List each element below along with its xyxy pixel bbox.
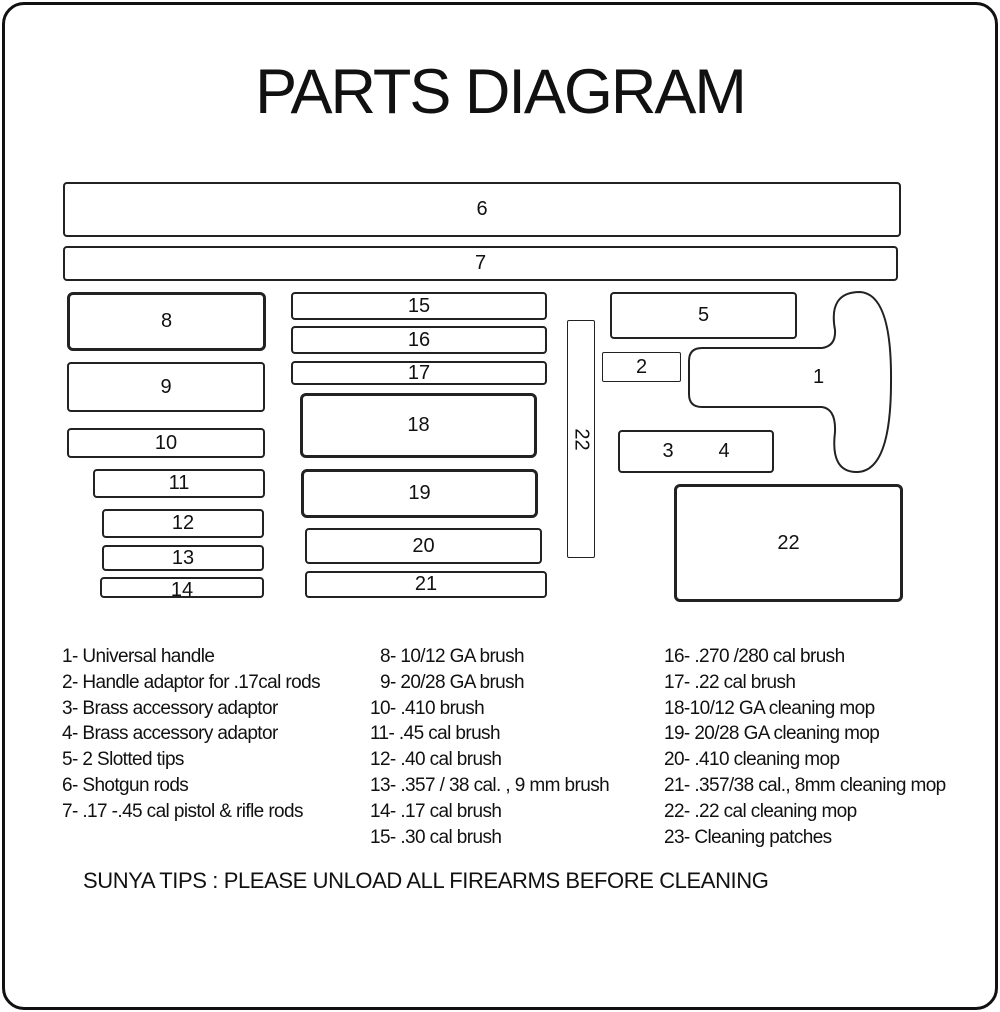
part-18: 18 [300, 393, 537, 458]
part-label: 15 [407, 294, 431, 317]
part-label-1: 1 [813, 366, 825, 388]
part-label: 22 [777, 531, 800, 554]
part-label: 20 [412, 534, 435, 557]
part-8: 8 [67, 292, 266, 351]
part-16: 16 [291, 326, 547, 354]
safety-tip: SUNYA TIPS : PLEASE UNLOAD ALL FIREARMS … [83, 868, 769, 893]
legend-item: 21- .357/38 cal., 8mm cleaning mop [664, 774, 946, 796]
part-7-rifle-rods: 7 [63, 246, 898, 281]
part-label: 7 [474, 252, 487, 274]
part-21: 21 [305, 571, 547, 598]
legend-item: 8- 10/12 GA brush [380, 646, 525, 667]
page-title: PARTS DIAGRAM [255, 57, 747, 127]
part-15: 15 [291, 292, 547, 320]
part-label: 17 [407, 361, 431, 384]
part-label-4: 4 [718, 440, 730, 462]
part-13: 13 [102, 545, 264, 571]
part-label: 14 [170, 579, 194, 601]
legend-item: 9- 20/28 GA brush [380, 671, 525, 693]
legend-column-1: 1- Universal handle 2- Handle adaptor fo… [62, 644, 321, 825]
legend-item: 6- Shotgun rods [62, 774, 189, 796]
part-label-3: 3 [662, 440, 674, 462]
part-label: 12 [171, 512, 195, 534]
legend-item: 4- Brass accessory adaptor [62, 723, 278, 745]
part-19: 19 [301, 469, 538, 518]
legend-item: 19- 20/28 GA cleaning mop [664, 723, 880, 745]
legend-column-3: 16- .270 /280 cal brush 17- .22 cal brus… [664, 644, 946, 850]
legend-column-2: 8- 10/12 GA brush 9- 20/28 GA brush 10- … [370, 644, 610, 850]
legend-item: 2- Handle adaptor for .17cal rods [62, 671, 321, 693]
legend-item: 12- .40 cal brush [370, 749, 502, 771]
legend-item: 5- 2 Slotted tips [62, 749, 184, 771]
part-label: 13 [171, 546, 195, 569]
legend-item: 16- .270 /280 cal brush [664, 646, 845, 667]
legend-item: 3- Brass accessory adaptor [62, 697, 278, 719]
legend-item: 15- .30 cal brush [370, 826, 502, 848]
part-label: 19 [408, 482, 431, 504]
part-label: 5 [697, 304, 710, 326]
part-22-vertical: 22 [567, 320, 595, 558]
legend-item: 20- .410 cleaning mop [664, 749, 840, 771]
part-1-universal-handle [688, 290, 893, 474]
legend-item: 13- .357 / 38 cal. , 9 mm brush [370, 774, 610, 796]
part-label: 18 [407, 414, 430, 436]
part-3-4-brass-adaptors: 3 4 [618, 430, 774, 473]
part-label: 10 [154, 431, 178, 454]
part-12: 12 [102, 509, 264, 538]
part-20: 20 [305, 528, 542, 564]
part-17: 17 [291, 361, 547, 385]
legend-item: 10- .410 brush [370, 697, 485, 719]
legend-item: 1- Universal handle [62, 646, 215, 667]
part-5-slotted-tips: 5 [610, 292, 797, 339]
legend-item: 7- .17 -.45 cal pistol & rifle rods [62, 800, 303, 822]
legend-item: 23- Cleaning patches [664, 826, 832, 848]
part-label: 11 [168, 472, 190, 494]
part-22-cleaning-mop: 22 [674, 484, 903, 602]
part-label: 21 [414, 573, 438, 595]
legend-item: 22- .22 cal cleaning mop [664, 800, 857, 822]
part-14: 14 [100, 577, 264, 601]
part-2-handle-adaptor: 2 [602, 352, 681, 382]
legend-item: 11- .45 cal brush [370, 723, 501, 745]
part-11: 11 [93, 469, 265, 498]
part-label: 6 [476, 198, 488, 220]
legend-item: 17- .22 cal brush [664, 671, 796, 693]
part-label: 16 [407, 328, 431, 351]
part-label: 9 [160, 375, 172, 398]
part-9: 9 [67, 362, 265, 412]
legend-item: 14- .17 cal brush [370, 800, 502, 822]
part-label: 2 [635, 355, 648, 378]
part-6-shotgun-rods: 6 [63, 182, 901, 237]
part-label: 8 [160, 310, 173, 332]
part-10: 10 [67, 428, 265, 458]
legend-item: 18-10/12 GA cleaning mop [664, 697, 875, 719]
